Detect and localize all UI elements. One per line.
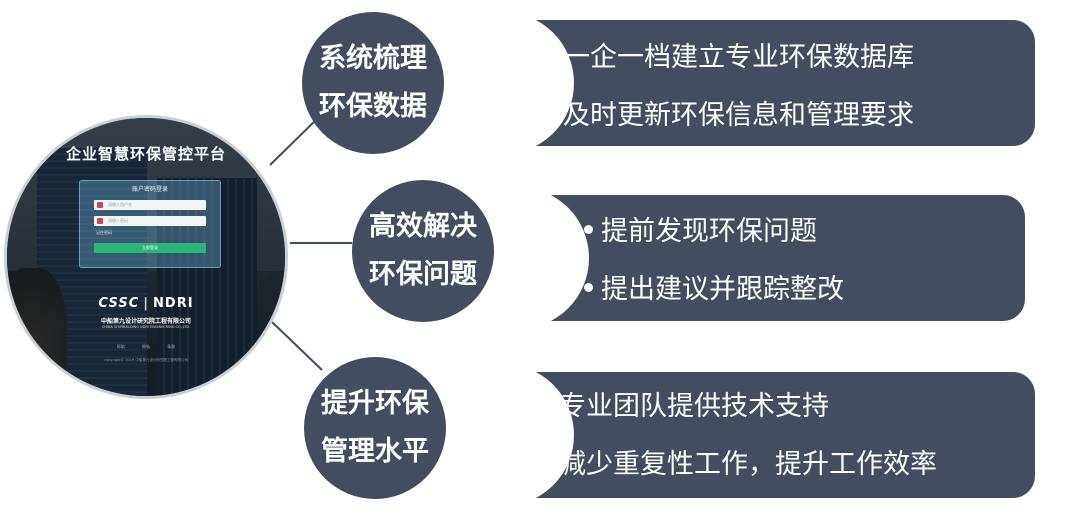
copyright: copyright© 2019 中船第九设计研究院工程有限公司 [104,358,188,362]
connector-line-bottom [271,321,323,371]
bullet-dot-icon [584,225,593,234]
org-name-en: CHINA SHIPBUILDING NDRI ENGINEERING CO.,… [101,325,191,329]
org-name: 中船第九设计研究院工程有限公司 [100,318,191,325]
section-1-heading: 系统梳理 环保数据 [302,12,444,154]
lock-icon [97,218,103,224]
password-field[interactable]: 请输入密码 [94,216,206,226]
section-2-bullet-2: 提出建议并跟踪整改 [584,274,844,306]
login-card-title: 账户密码登录 [131,186,168,193]
section-1-bullet-1: 一企一档建立专业环保数据库 [546,42,914,74]
privacy-link[interactable]: 隐私 [142,344,150,349]
section-2-heading: 高效解决 环保问题 [352,180,494,322]
bullet-dot-icon [542,458,551,467]
login-card: 账户密码登录 请输入用户名 请输入密码 记住密码 立即登录 [79,180,221,268]
bullet-dot-icon [584,283,593,292]
section-1-bullet-2: 及时更新环保信息和管理要求 [546,100,914,132]
terms-link[interactable]: 条款 [167,344,176,349]
section-2-banner [505,195,1025,321]
user-icon [97,202,103,208]
section-1-banner [490,20,1035,146]
tree-image [7,268,67,396]
footer-links: 帮助 隐私 条款 [7,344,285,350]
platform-title: 企业智慧环保管控平台 [65,145,226,163]
section-2-bullet-1: 提前发现环保问题 [584,216,817,248]
section-3-banner [490,372,1035,498]
section-3-bullet-1: 专业团队提供技术支持 [542,391,829,423]
login-button[interactable]: 立即登录 [94,243,206,253]
platform-screenshot: 企业智慧环保管控平台 账户密码登录 请输入用户名 请输入密码 记住密码 立即登录… [4,115,288,399]
username-field[interactable]: 请输入用户名 [94,200,206,210]
bullet-dot-icon [546,109,555,118]
section-3-heading: 提升环保 管理水平 [304,357,446,499]
company-logo: CSSC|NDRI [98,296,194,311]
help-link[interactable]: 帮助 [116,344,125,349]
bullet-dot-icon [546,51,555,60]
remember-checkbox[interactable]: 记住密码 [96,230,112,235]
building-image [157,178,257,396]
bullet-dot-icon [542,400,551,409]
section-3-bullet-2: 减少重复性工作，提升工作效率 [542,449,937,481]
